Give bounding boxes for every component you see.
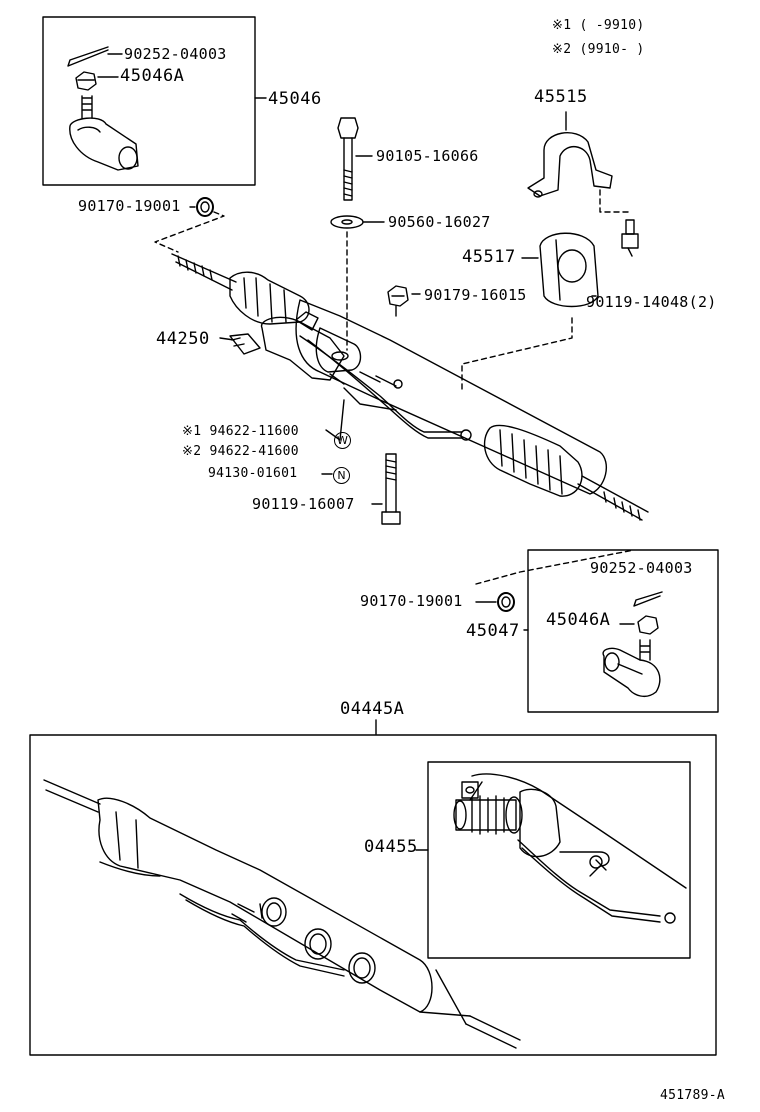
- bracket-bolt-2: [621, 219, 639, 257]
- label-clamp: 94130-01601: [208, 466, 298, 481]
- seal-kit-box: [415, 761, 691, 959]
- boot-clip-left: [154, 197, 225, 253]
- label-gasket-kit: 04445A: [340, 699, 405, 719]
- boot-clip-right: [475, 549, 635, 612]
- bracket: [527, 111, 631, 213]
- label-boot-clip-right: 90170-19001: [360, 592, 463, 610]
- label-nut-right: 45046A: [546, 610, 611, 630]
- label-seal-kit: 04455: [364, 837, 418, 857]
- label-bracket-bolt: 90105-16066: [376, 147, 479, 165]
- gear-bolt: [371, 453, 401, 525]
- badge-n: N: [333, 467, 350, 484]
- note-2: ※2 (9910- ): [552, 42, 645, 57]
- gasket-kit-box: [29, 719, 717, 1056]
- diagram-id: 451789-A: [660, 1088, 726, 1103]
- bracket-nut: [387, 285, 421, 317]
- grommet: [521, 232, 599, 308]
- label-cotter-pin-right: 90252-04003: [590, 559, 693, 577]
- grommet-leader: [461, 317, 573, 393]
- label-nut-left: 45046A: [120, 66, 185, 86]
- label-tie-rod-end-right: 45047: [466, 621, 520, 641]
- tie-rod-end-right-box: [527, 549, 719, 713]
- label-boot-clip-left: 90170-19001: [78, 197, 181, 215]
- tie-rod-end-left-box: [42, 16, 256, 186]
- label-hose-2: ※2 94622-41600: [182, 444, 299, 459]
- label-gear-assy: 44250: [156, 329, 210, 349]
- badge-w: W: [334, 432, 351, 449]
- label-tie-rod-end-left: 45046: [268, 89, 322, 109]
- note-1: ※1 ( -9910): [552, 18, 645, 33]
- bracket-bolt: [330, 117, 385, 351]
- label-cotter-pin-left: 90252-04003: [124, 45, 227, 63]
- label-gear-bolt: 90119-16007: [252, 495, 355, 513]
- label-bracket: 45515: [534, 87, 588, 107]
- steering-gear-assembly: [171, 253, 649, 521]
- label-bracket-bolt-2: 90119-14048(2): [586, 293, 717, 311]
- label-grommet: 45517: [462, 247, 516, 267]
- label-hose-1: ※1 94622-11600: [182, 424, 299, 439]
- label-bracket-nut: 90179-16015: [424, 286, 527, 304]
- label-washer: 90560-16027: [388, 213, 491, 231]
